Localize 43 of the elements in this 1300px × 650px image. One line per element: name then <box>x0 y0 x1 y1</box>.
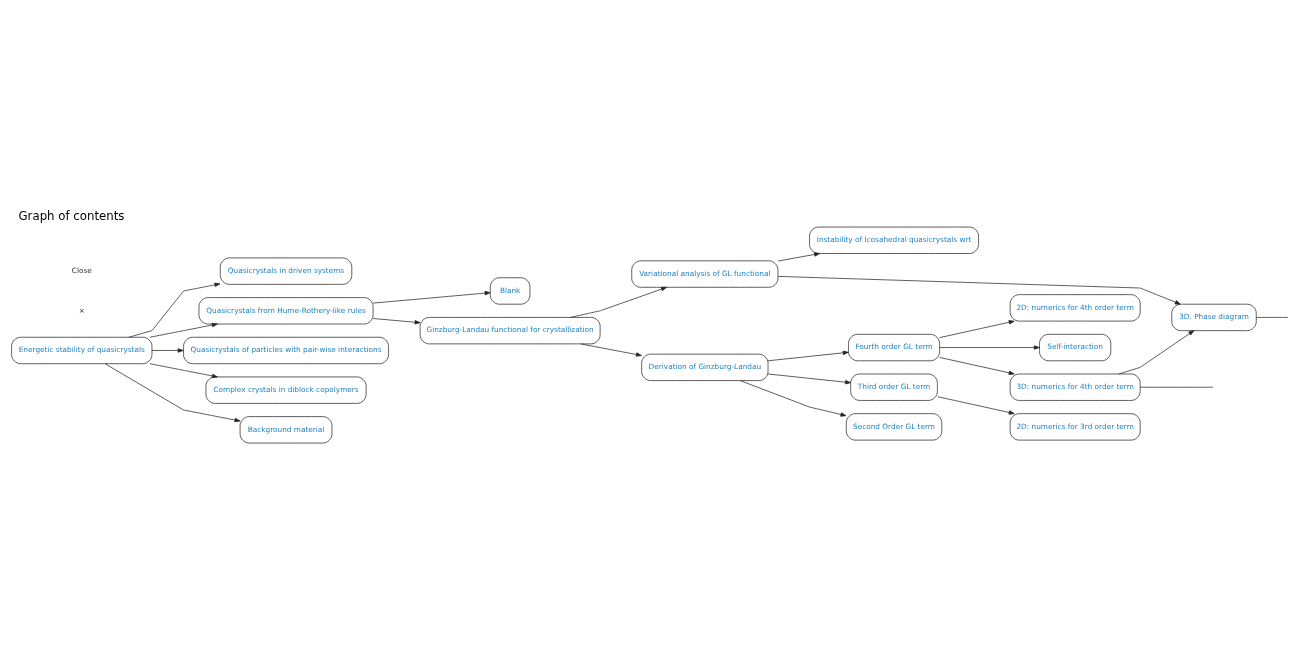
node-box: Fourth order GL term <box>848 333 940 361</box>
arrow <box>740 379 847 417</box>
node-box: 3D. Phase diagram <box>1171 303 1257 331</box>
arrow <box>128 282 221 338</box>
arrow <box>149 362 218 378</box>
arrow <box>580 343 642 357</box>
node-box: Self-interaction <box>1039 333 1112 361</box>
node-box: Quasicrystals in driven systems <box>219 257 353 285</box>
arrow <box>777 275 1181 305</box>
label: × <box>78 305 85 315</box>
node-box: Background material <box>239 415 333 443</box>
connector <box>1140 386 1214 388</box>
node-box: Quasicrystals of particles with pair-wise interactions <box>183 336 389 364</box>
node-box: 2D: numerics for 4th order term <box>1009 293 1141 321</box>
arrow <box>372 290 491 303</box>
diagram-title: Graph of contents <box>18 208 125 223</box>
node-box: 2D: numerics for 3rd order term <box>1009 412 1141 440</box>
node-box: Complex crystals in diblock copolymers <box>205 376 367 404</box>
label: Close <box>71 265 92 275</box>
node-box: Third order GL term <box>850 373 938 401</box>
arrow <box>939 319 1015 338</box>
arrow <box>937 395 1015 415</box>
node-box: Ginzburg-Landau functional for crystallization <box>419 316 601 344</box>
arrow <box>372 317 421 324</box>
node-box: 3D: numerics for 4th order term <box>1009 373 1141 401</box>
node-box: Energetic stability of quasicrystals <box>11 336 153 364</box>
node-box: Derivation of Ginzburg-Landau <box>641 353 769 381</box>
arrow <box>149 322 218 338</box>
node-box: Instability of Icosahedral quasicrystals wrt <box>809 226 979 254</box>
arrow <box>939 344 1040 350</box>
connector <box>1256 316 1289 318</box>
arrow <box>570 286 667 318</box>
node-box: Second Order GL term <box>845 412 943 440</box>
arrow <box>777 251 821 261</box>
node-box: Quasicrystals from Hume-Rothery-like rules <box>198 296 374 324</box>
node-box: Variational analysis of GL functional <box>631 259 779 288</box>
arrow <box>1118 329 1195 374</box>
arrow <box>767 373 851 384</box>
node-box: Blank <box>489 276 531 305</box>
arrow <box>767 350 849 361</box>
arrow <box>104 362 241 422</box>
arrow <box>151 347 184 353</box>
arrow <box>939 356 1015 375</box>
